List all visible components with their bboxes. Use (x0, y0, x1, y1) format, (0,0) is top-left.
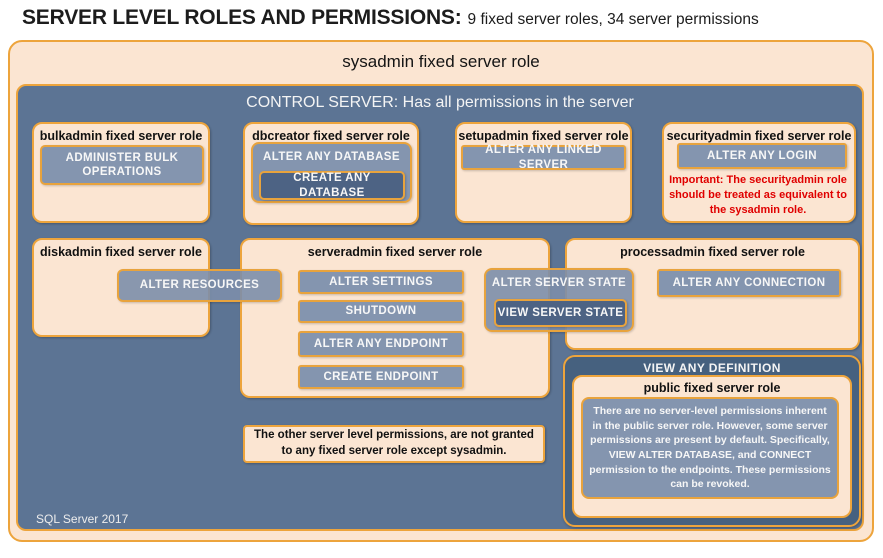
permission-alter-settings: ALTER SETTINGS (298, 270, 464, 294)
permission-view-any-definition-label: VIEW ANY DEFINITION (643, 361, 781, 375)
title-main: SERVER LEVEL ROLES AND PERMISSIONS: (22, 6, 462, 29)
title-suffix: 9 fixed server roles, 34 server permissi… (467, 11, 759, 28)
permission-create-any-database: CREATE ANY DATABASE (259, 171, 405, 200)
sysadmin-role-label: sysadmin fixed server role (342, 52, 540, 71)
role-label-processadmin: processadmin fixed server role (620, 245, 805, 259)
permission-alter-any-linked-server: ALTER ANY LINKED SERVER (461, 144, 626, 171)
role-box-setupadmin: setupadmin fixed server role (455, 122, 632, 223)
permission-administer-bulk-operations: ADMINISTER BULK OPERATIONS (40, 145, 204, 185)
permission-alter-any-database-label: ALTER ANY DATABASE (263, 151, 400, 163)
public-role-description: There are no server-level permissions in… (581, 397, 839, 499)
role-label-bulkadmin: bulkadmin fixed server role (39, 129, 203, 143)
role-label-securityadmin: securityadmin fixed server role (666, 129, 852, 143)
permission-alter-server-state-label: ALTER SERVER STATE (491, 277, 627, 289)
permission-alter-resources: ALTER RESOURCES (117, 269, 282, 302)
role-label-public: public fixed server role (643, 381, 781, 395)
role-box-securityadmin: securityadmin fixed server role (662, 122, 856, 223)
sql-server-version-label: SQL Server 2017 (36, 512, 129, 526)
permission-shutdown: SHUTDOWN (298, 300, 464, 323)
other-permissions-note: The other server level permissions, are … (243, 425, 545, 463)
role-label-dbcreator: dbcreator fixed server role (252, 129, 410, 143)
page-title: SERVER LEVEL ROLES AND PERMISSIONS: 9 fix… (22, 6, 759, 30)
role-label-diskadmin: diskadmin fixed server role (40, 245, 202, 259)
permission-view-server-state: VIEW SERVER STATE (494, 299, 627, 327)
permission-alter-any-connection: ALTER ANY CONNECTION (657, 269, 841, 297)
permission-alter-any-endpoint: ALTER ANY ENDPOINT (298, 331, 464, 357)
securityadmin-important-note: Important: The securityadmin role should… (669, 174, 847, 216)
permission-create-endpoint: CREATE ENDPOINT (298, 365, 464, 389)
control-server-heading: CONTROL SERVER: Has all permissions in t… (246, 94, 634, 111)
permission-alter-any-login: ALTER ANY LOGIN (677, 143, 847, 169)
role-label-setupadmin: setupadmin fixed server role (458, 129, 629, 143)
role-label-serveradmin: serveradmin fixed server role (307, 245, 483, 259)
